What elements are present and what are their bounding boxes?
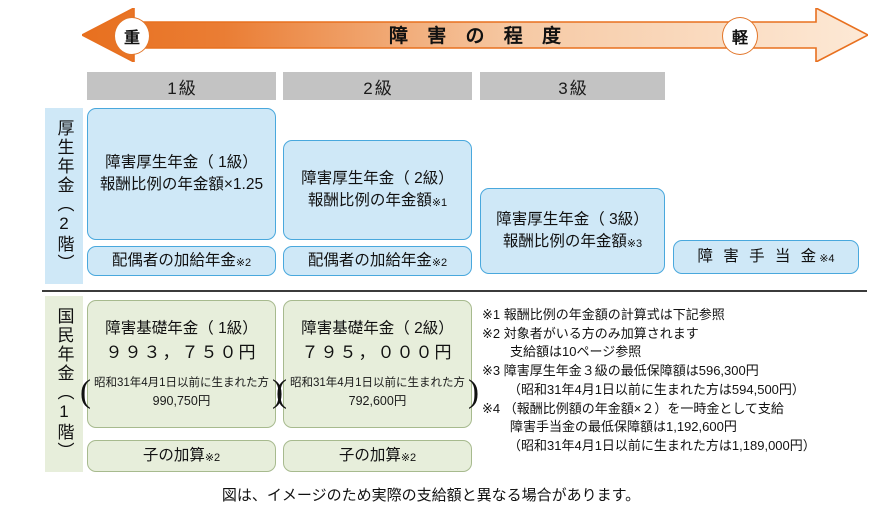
kiso-grade2-title: 障害基礎年金（ 2級） [301, 320, 454, 338]
diagram-caption: 図は、イメージのため実際の支給額と異なる場合があります。 [221, 487, 641, 504]
kiso-grade1-paren-amount: 990,750円 [152, 393, 211, 408]
tier-label-kosei: 厚生年金（2階） [45, 108, 83, 284]
kosei-grade1-line1: 障害厚生年金（ 1級） [105, 154, 258, 171]
kiso-grade2-amount: ７９５，０００円 [301, 343, 454, 363]
child1-note: ※2 [204, 452, 221, 464]
tier-divider [42, 290, 867, 292]
kiso-grade2-paren: ( 昭和31年4月1日以前に生まれた方 792,600円 ) [276, 375, 479, 410]
allowance-label: 障 害 手 当 金 [697, 248, 820, 265]
footnote-row: ※2 対象者がいる方のみ加算されます [482, 325, 699, 341]
box-spouse-addition-grade1: 配偶者の加給年金※2 [87, 246, 276, 276]
footnote-row: （昭和31年4月1日以前に生まれた方は594,500円） [508, 381, 805, 397]
box-kosei-grade3: 障害厚生年金（ 3級） 報酬比例の年金額※3 [480, 188, 665, 274]
footnote-row: 支給額は10ページ参照 [510, 344, 642, 360]
kosei-grade2-note: ※1 [431, 197, 448, 209]
box-spouse-addition-grade2: 配偶者の加給年金※2 [283, 246, 472, 276]
arrow-title: 障 害 の 程 度 [388, 26, 569, 47]
kosei-grade2-line2: 報酬比例の年金額 [307, 192, 432, 209]
paren-close-icon: ) [272, 374, 284, 411]
child1-label: 子の加算 [142, 447, 205, 464]
spouse2-line-wrap: 配偶者の加給年金※2 [308, 250, 447, 272]
box-kiso-grade1: 障害基礎年金（ 1級） ９９３，７５０円 ( 昭和31年4月1日以前に生まれた方… [80, 300, 283, 428]
tier-label-kokumin: 国民年金（1階） [45, 296, 83, 472]
paren-open-icon: ( [275, 374, 287, 411]
footnote-row: ※3 障害厚生年金３級の最低保障額は596,300円 [482, 363, 759, 379]
spouse2-note: ※2 [431, 257, 448, 269]
footnote-row: 障害手当金の最低保障額は1,192,600円 [510, 419, 737, 435]
kiso-grade1-paren: ( 昭和31年4月1日以前に生まれた方 990,750円 ) [80, 375, 283, 410]
kiso-grade1-paren-note: 昭和31年4月1日以前に生まれた方 [93, 376, 270, 389]
kosei-grade3-line2: 報酬比例の年金額 [502, 233, 627, 250]
footnote-row: ※1 報酬比例の年金額の計算式は下記参照 [482, 307, 725, 322]
box-child-addition-grade2: 子の加算※2 [283, 440, 472, 472]
box-kiso-grade2: 障害基礎年金（ 2級） ７９５，０００円 ( 昭和31年4月1日以前に生まれた方… [276, 300, 479, 428]
kosei-grade1-line2: 報酬比例の年金額×1.25 [99, 176, 264, 193]
grade-header-1: 1級 [87, 72, 276, 100]
severity-heavy-badge: 重 [114, 17, 150, 55]
box-kosei-grade2: 障害厚生年金（ 2級） 報酬比例の年金額※1 [283, 140, 472, 240]
grade-header-2: 2級 [283, 72, 472, 100]
footnotes-block: ※1 報酬比例の年金額の計算式は下記参照 ※2 対象者がいる方のみ加算されます支給… [482, 306, 868, 456]
spouse1-note: ※2 [235, 257, 252, 269]
child2-note: ※2 [400, 452, 417, 464]
box-child-addition-grade1: 子の加算※2 [87, 440, 276, 472]
allowance-note: ※4 [819, 253, 835, 265]
footnote-row: ※4 （報酬比例額の年金額×２）を一時金として支給 [482, 400, 784, 416]
spouse1-line-wrap: 配偶者の加給年金※2 [112, 250, 251, 272]
kosei-grade3-line2-wrap: 報酬比例の年金額※3 [503, 231, 642, 253]
severity-light-badge: 軽 [722, 17, 758, 55]
kiso-grade1-title: 障害基礎年金（ 1級） [105, 320, 258, 338]
paren-close-icon: ) [468, 374, 480, 411]
kiso-grade2-paren-note: 昭和31年4月1日以前に生まれた方 [289, 376, 466, 389]
severity-arrow-band: 障 害 の 程 度 重 軽 [82, 8, 868, 62]
box-kosei-grade1: 障害厚生年金（ 1級） 報酬比例の年金額×1.25 [87, 108, 276, 240]
box-disability-allowance: 障 害 手 当 金※4 [673, 240, 859, 274]
child2-line-wrap: 子の加算※2 [339, 445, 416, 467]
kosei-grade3-note: ※3 [626, 238, 643, 250]
spouse1-label: 配偶者の加給年金 [111, 252, 236, 269]
kosei-grade2-line1: 障害厚生年金（ 2級） [301, 170, 454, 187]
kiso-grade2-paren-amount: 792,600円 [348, 393, 407, 408]
grade-header-3: 3級 [480, 72, 665, 100]
spouse2-label: 配偶者の加給年金 [307, 252, 432, 269]
allowance-line-wrap: 障 害 手 当 金※4 [697, 246, 834, 268]
footnote-row: （昭和31年4月1日以前に生まれた方は1,189,000円） [508, 438, 816, 454]
paren-open-icon: ( [79, 374, 91, 411]
child2-label: 子の加算 [338, 447, 401, 464]
kiso-grade1-amount: ９９３，７５０円 [105, 343, 258, 363]
kosei-grade2-line2-wrap: 報酬比例の年金額※1 [308, 190, 447, 212]
child1-line-wrap: 子の加算※2 [143, 445, 220, 467]
kosei-grade3-line1: 障害厚生年金（ 3級） [496, 211, 649, 228]
